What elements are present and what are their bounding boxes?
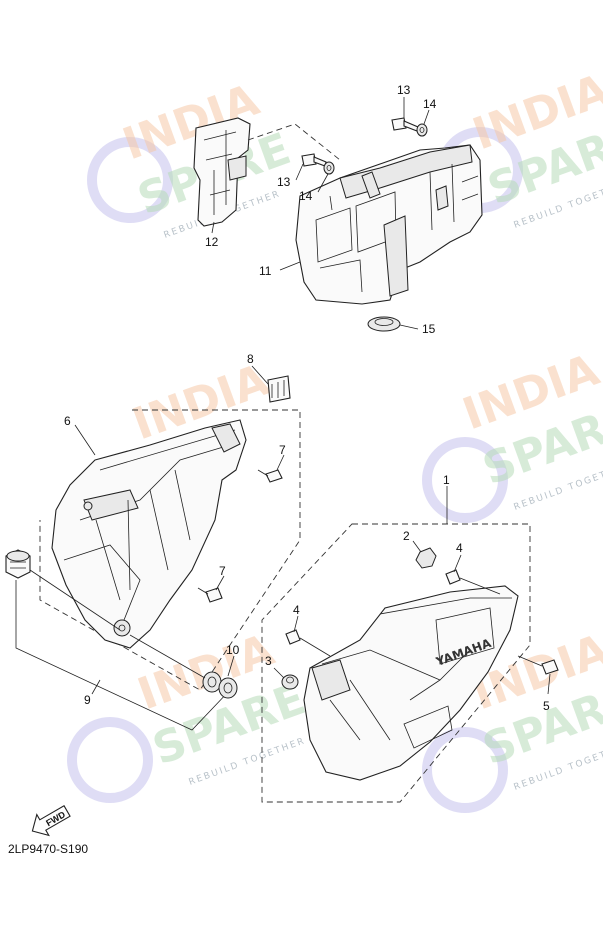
leader-5 xyxy=(547,673,551,695)
leader-13b xyxy=(295,163,304,181)
bracket-9-outline xyxy=(15,580,231,731)
side-cover-right-part-1: YAMAHA xyxy=(303,585,519,781)
callout-10: 10 xyxy=(226,643,240,657)
watermark-bottom-left: INDIA SPARE REBUILD TOGETHER xyxy=(67,624,312,803)
screw-part-4-upper xyxy=(445,569,501,595)
screw-part-4-lower xyxy=(285,629,331,657)
knob-part-9 xyxy=(5,549,31,579)
screw-part-7-lower xyxy=(197,587,223,603)
leader-14a xyxy=(423,109,430,125)
callout-14-upper: 14 xyxy=(423,97,437,111)
leader-7-lower xyxy=(215,575,225,591)
grommet-part-10 xyxy=(202,671,238,699)
assembly-1-dashed-outline xyxy=(261,523,531,803)
callout-7-lower: 7 xyxy=(219,564,226,578)
leader-4-lower xyxy=(293,615,299,633)
leader-10 xyxy=(227,655,235,677)
battery-box-part-11 xyxy=(295,144,483,305)
leader-7-upper xyxy=(276,454,285,471)
washer-part-14-lower xyxy=(323,161,335,175)
callout-4-upper: 4 xyxy=(456,541,463,555)
callout-6: 6 xyxy=(64,414,71,428)
leader-8 xyxy=(251,365,269,385)
assembly-6-dashed-outline xyxy=(39,409,301,691)
callout-4-lower: 4 xyxy=(293,603,300,617)
callout-13-lower: 13 xyxy=(277,175,291,189)
nut-part-2 xyxy=(415,547,437,569)
bracket-part-12 xyxy=(193,117,251,227)
assembly-9-line xyxy=(29,569,121,631)
damper-part-15 xyxy=(367,316,401,332)
callout-11: 11 xyxy=(259,264,272,278)
leader-9 xyxy=(91,679,101,695)
leader-12 xyxy=(211,221,215,234)
callout-8: 8 xyxy=(247,352,254,366)
leader-3 xyxy=(273,667,285,679)
callout-5: 5 xyxy=(543,699,550,713)
screw-part-5 xyxy=(517,655,559,675)
washer-part-14-upper xyxy=(416,123,428,137)
leader-15 xyxy=(399,324,419,330)
watermark-mid-right: INDIA SPARE REBUILD TOGETHER xyxy=(422,344,603,523)
bolt-part-13-lower xyxy=(301,153,327,167)
callout-13-upper: 13 xyxy=(397,83,411,97)
grommet-part-3 xyxy=(281,674,299,690)
callout-1: 1 xyxy=(443,473,450,487)
screw-part-7-upper xyxy=(257,469,283,483)
leader-6 xyxy=(74,424,96,456)
callout-12: 12 xyxy=(205,235,219,249)
callout-7-upper: 7 xyxy=(279,443,286,457)
bolt-part-13-upper xyxy=(391,117,419,132)
leader-11 xyxy=(279,261,301,271)
grommet-part-8 xyxy=(267,375,291,403)
grommet-10-line xyxy=(129,634,206,679)
callout-14-lower: 14 xyxy=(299,189,313,203)
fwd-arrow-icon: FWD xyxy=(31,805,71,837)
leader-14b xyxy=(317,173,329,193)
callout-15: 15 xyxy=(422,322,436,336)
side-cover-left-part-6 xyxy=(51,419,247,649)
drawing-code: 2LP9470-S190 xyxy=(8,842,88,856)
callout-3: 3 xyxy=(265,654,272,668)
leader-2 xyxy=(412,540,422,553)
callout-2: 2 xyxy=(403,529,410,543)
leader-4-upper xyxy=(453,554,462,573)
callout-9: 9 xyxy=(84,693,91,707)
